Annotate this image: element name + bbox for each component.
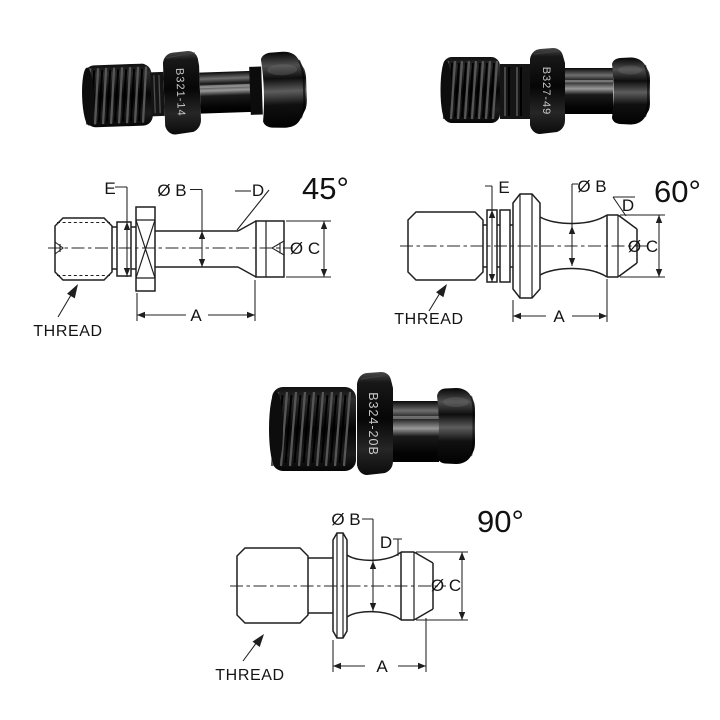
pull-knob [249,51,307,128]
dim-label-b: Ø B [331,510,360,529]
thread-label: THREAD [33,323,102,340]
thread-callout: THREAD [215,634,284,684]
drawing-45: E Ø B D Ø C A T [33,171,349,340]
dim-a: A [332,618,427,676]
dim-b: Ø B [568,177,607,266]
pull-knob [612,57,650,125]
dim-label-c: Ø C [290,239,320,258]
part-outline [407,193,638,299]
stud-60: B327-49 [440,48,650,134]
drawing-60: E Ø B D Ø C A T [394,174,701,328]
dim-label-e: E [498,178,509,197]
part-outline [236,532,434,639]
thread-section [440,57,500,123]
dim-label-c: Ø C [431,576,461,595]
dim-b: Ø B [331,510,377,611]
photo-60-stud: B327-49 [440,48,650,134]
stud-45: B321-14 [82,51,307,135]
dim-e: E [485,178,510,282]
thread-label: THREAD [215,667,284,684]
collar: B327-49 [530,48,565,134]
dim-c: Ø C [620,214,665,278]
shaft [393,401,439,462]
dim-c: Ø C [286,220,331,278]
part-outline [54,206,285,292]
angle-label-45: 45° [302,171,349,206]
dim-d: D [612,196,635,217]
dim-label-a: A [376,657,388,676]
dim-e: E [104,179,131,277]
part-number-90: B324-20B [366,392,380,456]
photo-45-stud: B321-14 [82,51,307,135]
dim-d: D [380,533,402,556]
part-number-60: B327-49 [540,67,552,116]
dim-b: Ø B [157,181,206,267]
dim-a: A [512,279,608,326]
dim-label-d: D [380,533,392,552]
thread-ridges [270,391,352,467]
angle-label-60: 60° [654,174,701,209]
dim-a: A [136,280,256,325]
shaft [199,70,253,114]
part-number-45: B321-14 [173,68,187,117]
pull-knob [437,388,475,464]
dim-label-d: D [622,196,634,215]
dim-label-b: Ø B [577,177,606,196]
thread-callout: THREAD [394,284,463,328]
neck-section [150,71,165,117]
photo-90-stud: B324-20B [269,372,475,475]
angle-label-90: 90° [477,504,524,539]
dim-label-c: Ø C [628,237,658,256]
shaft [565,68,613,114]
thread-section [269,387,356,471]
dim-c: Ø C [416,551,468,621]
dim-label-e: E [104,179,115,198]
thread-ridges [85,66,148,125]
dim-d: D [235,181,270,231]
neck-section [500,64,530,119]
dim-label-a: A [190,306,202,325]
dim-label-d: D [252,181,264,200]
thread-callout: THREAD [33,284,102,340]
thread-label: THREAD [394,311,463,328]
thread-section [82,63,153,128]
dim-label-a: A [553,307,565,326]
dim-label-b: Ø B [157,181,186,200]
stud-90: B324-20B [269,372,475,475]
drawing-90: Ø B D Ø C A THREAD 90° [215,504,524,684]
collar: B324-20B [357,372,393,475]
collar: B321-14 [162,51,201,135]
